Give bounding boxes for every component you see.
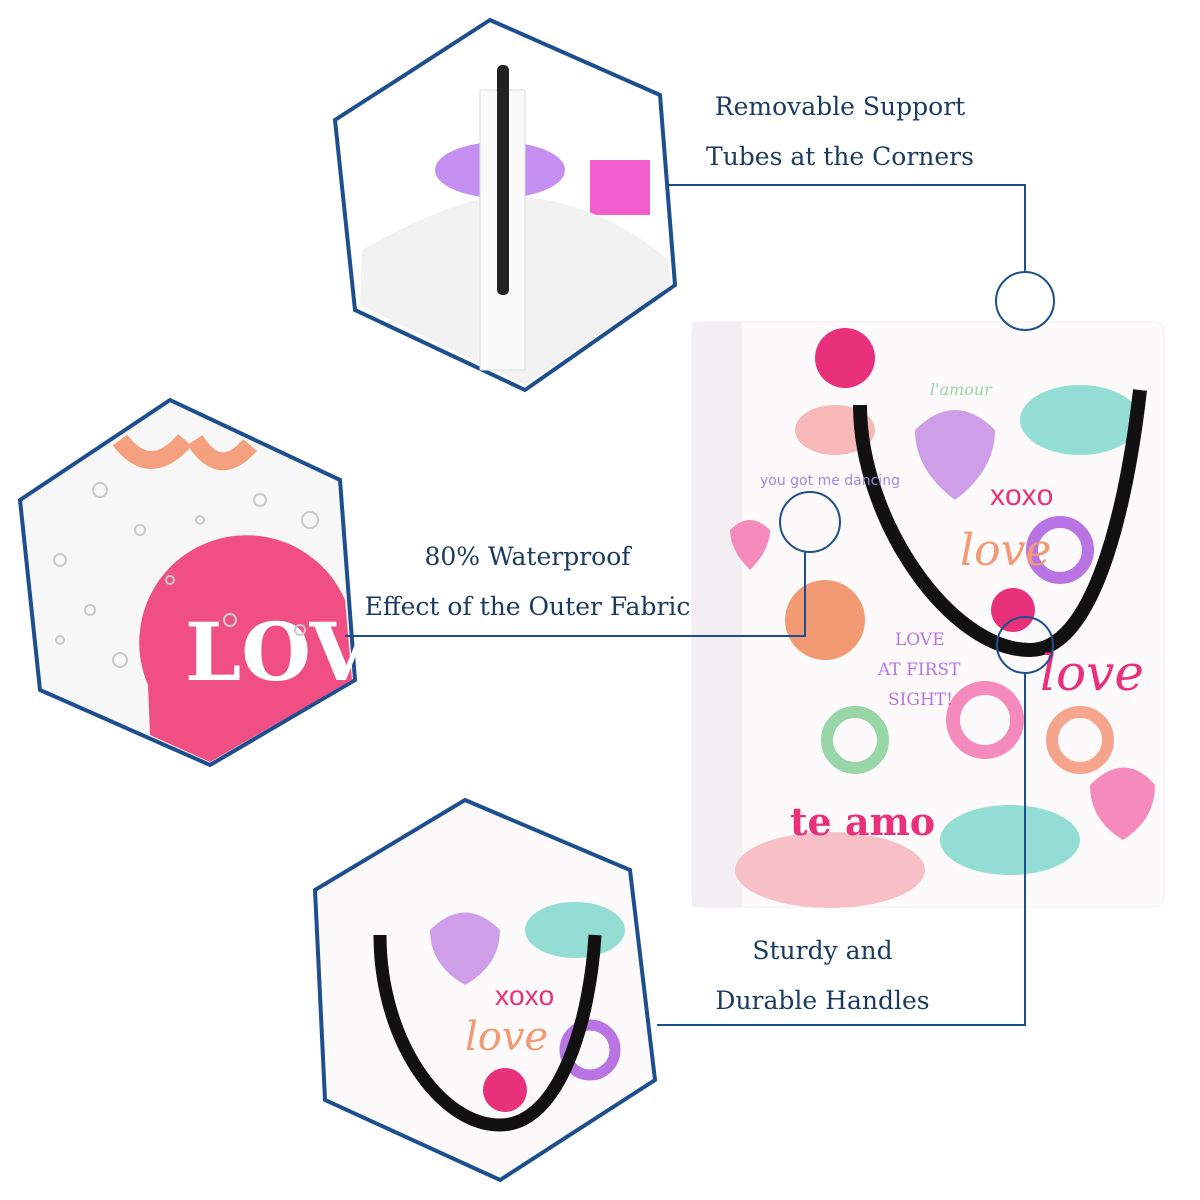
callout-waterproof-line1: 80% Waterproof bbox=[424, 542, 631, 571]
hexagon-support-tube bbox=[332, 17, 678, 393]
callout-support-line1: Removable Support bbox=[714, 92, 966, 121]
pattern-first-sight-3: SIGHT! bbox=[888, 690, 953, 710]
callout-handles-line1: Sturdy and bbox=[752, 936, 893, 965]
callout-waterproof: 80% Waterproof Effect of the Outer Fabri… bbox=[355, 532, 700, 632]
hexagon-handles: xoxo love bbox=[312, 797, 658, 1183]
hex-pattern-love: love bbox=[465, 1014, 548, 1060]
callout-handles-line2: Durable Handles bbox=[715, 986, 930, 1015]
pattern-first-sight-1: LOVE bbox=[895, 630, 945, 650]
pattern-love-2: love bbox=[1040, 644, 1144, 702]
pattern-first-sight-2: AT FIRST bbox=[877, 660, 961, 680]
hexagon-waterproof: LOVE bbox=[17, 397, 433, 768]
callout-support-line2: Tubes at the Corners bbox=[706, 142, 974, 171]
pattern-lamour: l'amour bbox=[930, 380, 993, 399]
callout-lines bbox=[345, 184, 1055, 1026]
pattern-dancing: you got me dancing bbox=[760, 473, 900, 489]
hex-pattern-xoxo: xoxo bbox=[495, 980, 554, 1011]
waterproof-love-letters: LOVE bbox=[185, 605, 433, 699]
pattern-love: love bbox=[960, 525, 1051, 576]
callout-waterproof-line2: Effect of the Outer Fabric bbox=[364, 592, 691, 621]
callout-handles: Sturdy and Durable Handles bbox=[690, 926, 955, 1026]
pattern-te-amo: te amo bbox=[790, 799, 935, 844]
pattern-xoxo: xoxo bbox=[990, 479, 1053, 512]
laundry-basket bbox=[691, 321, 1165, 908]
callout-support-tubes: Removable Support Tubes at the Corners bbox=[690, 82, 990, 182]
